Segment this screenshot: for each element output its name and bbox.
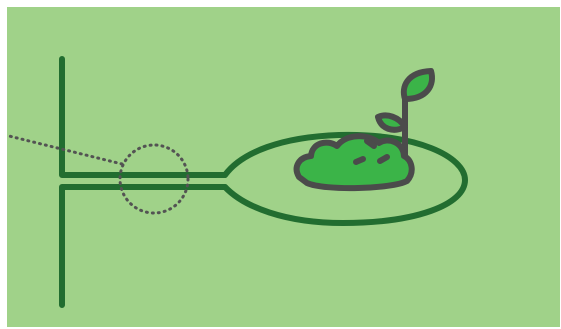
soil-dash-3: [380, 157, 387, 161]
plant-attachment-diagram: [7, 7, 560, 327]
background-rect: [7, 7, 560, 327]
green-background-panel: [7, 7, 560, 327]
soil-dash-1: [367, 141, 374, 146]
soil-dash-2: [356, 159, 363, 162]
